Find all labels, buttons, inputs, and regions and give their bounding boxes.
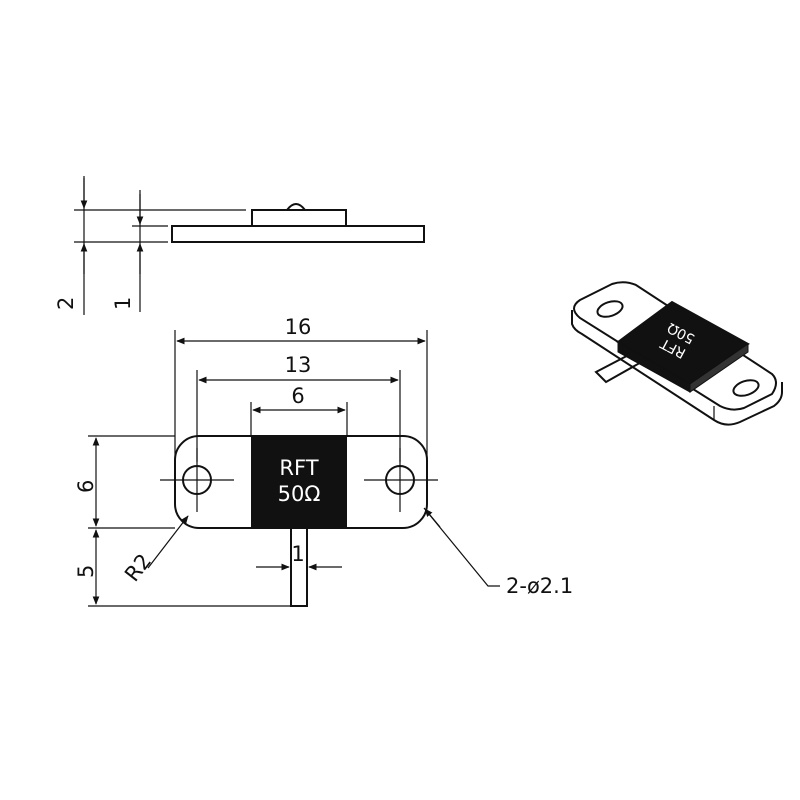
lead-tab xyxy=(290,527,308,607)
chip-label-line2: 50Ω xyxy=(278,482,321,506)
leader-holes xyxy=(423,507,500,587)
dim-lead-length: 5 xyxy=(74,565,98,578)
top-view: RFT 50Ω 16 13 6 6 5 1 R2 xyxy=(74,315,573,607)
isometric-view: RFT 50Ω xyxy=(571,281,783,426)
iso-hole-left xyxy=(596,300,624,318)
side-view-flange xyxy=(171,225,425,243)
leader-corner-radius xyxy=(147,515,189,569)
iso-flange-top xyxy=(573,281,777,411)
iso-hole-right xyxy=(732,379,760,397)
dim-overall-length: 16 xyxy=(285,315,312,339)
dim-holes: 2-ø2.1 xyxy=(506,574,573,598)
iso-flange-side xyxy=(571,310,783,426)
side-view: 2 1 xyxy=(54,176,425,315)
dim-flange-height: 1 xyxy=(111,297,135,310)
dim-body-height: 6 xyxy=(74,480,98,493)
resistor-chip xyxy=(251,437,347,528)
mounting-hole-right xyxy=(364,448,438,512)
side-view-chip xyxy=(251,209,347,227)
chip-label-line1: RFT xyxy=(279,456,318,480)
dim-lead-width: 1 xyxy=(291,542,304,566)
dim-hole-spacing: 13 xyxy=(285,353,312,377)
dim-total-height: 2 xyxy=(54,297,78,310)
side-view-solder-bump xyxy=(286,203,306,211)
dim-corner-radius: R2 xyxy=(120,549,156,586)
dim-chip-width: 6 xyxy=(291,384,304,408)
